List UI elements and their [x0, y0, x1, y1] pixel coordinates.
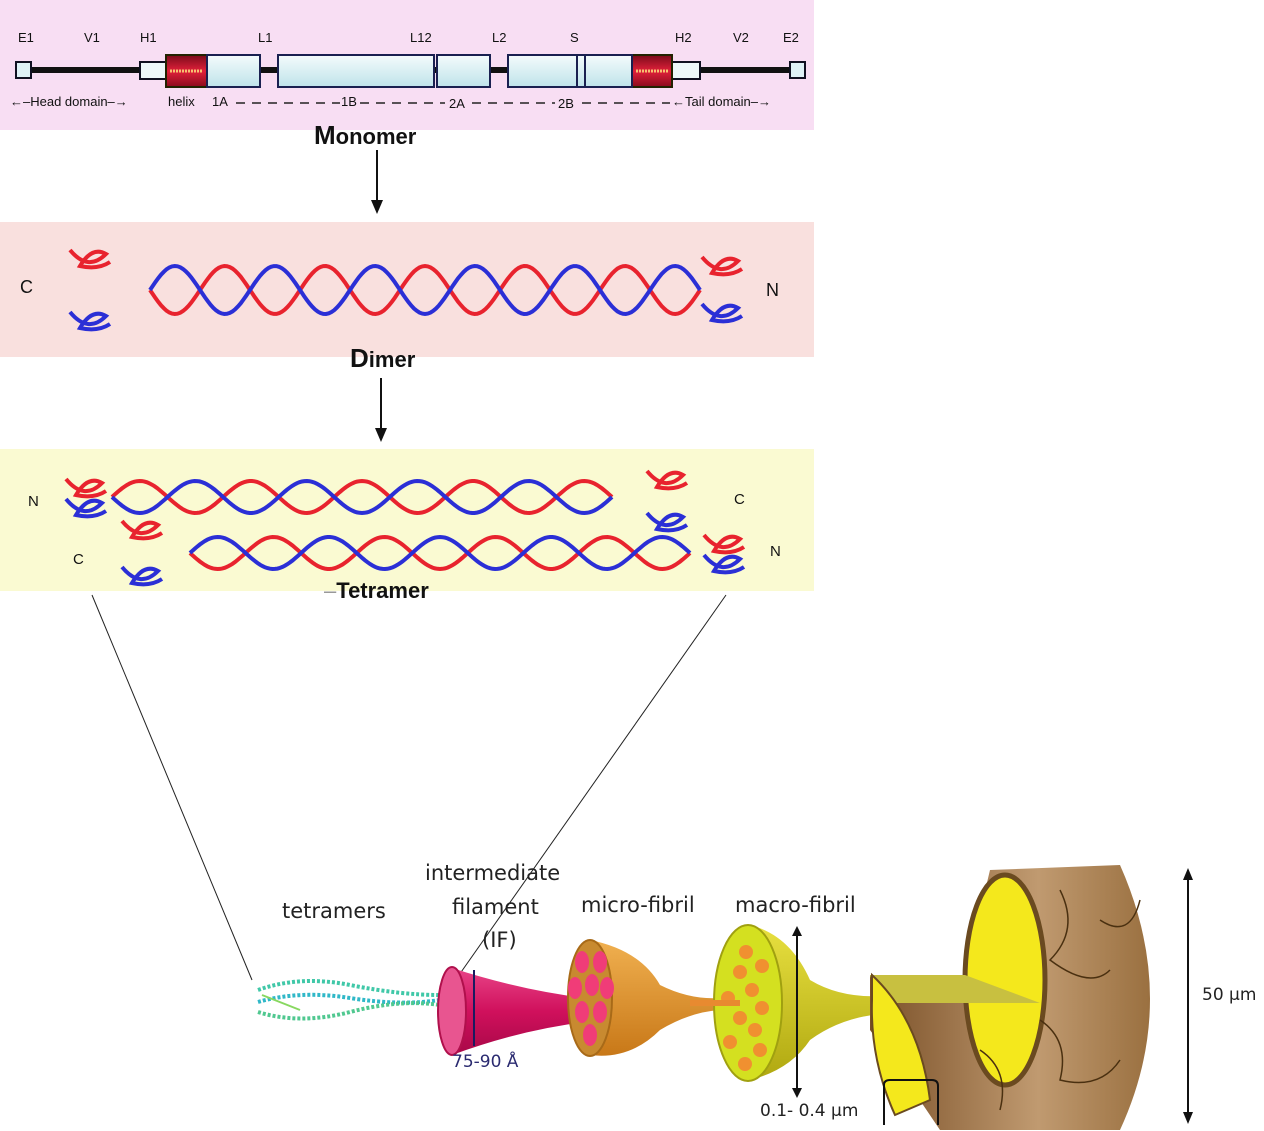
zoom-line-right	[451, 594, 727, 986]
tetramer-top-n-terminus: N	[28, 493, 39, 510]
segment-2a	[436, 54, 491, 88]
tetramer-top-red-c-tail	[645, 469, 689, 491]
tetramer-top-blue-c-tail	[645, 511, 689, 533]
tetramer-bottom-blue-strand	[188, 534, 692, 572]
tetramer-coiled-coils	[64, 469, 746, 587]
arrow-dimer-to-tetramer	[375, 378, 387, 442]
dimer-blue-c-tail	[68, 310, 112, 332]
tetramer-bottom-red-c-tail	[120, 519, 164, 541]
macrofibril-label: macro-fibril	[735, 893, 856, 917]
macrofibril-diameter-label: 0.1- 0.4 µm	[760, 1101, 859, 1121]
microfibril-cone	[567, 939, 720, 1057]
segment-1b-label: 1B	[341, 94, 357, 109]
head-domain-label: ←–Head domain–→	[10, 94, 128, 109]
tetramer-bottom-blue-c-tail	[120, 565, 164, 587]
dimer-coiled-coil	[68, 248, 744, 332]
dimer-red-c-tail	[68, 248, 112, 270]
dimer-red-n-tail	[700, 255, 744, 277]
tetramer-panel: N C C N	[0, 449, 814, 591]
dimer-blue-n-tail	[700, 302, 744, 324]
segment-2b-label: 2B	[558, 96, 574, 111]
tetramers-label: tetramers	[282, 899, 386, 923]
label-h1: H1	[140, 30, 157, 45]
tetramer-top-red-strand	[110, 478, 614, 516]
label-e1: E1	[18, 30, 34, 45]
e2-box	[789, 61, 806, 79]
label-v2: V2	[733, 30, 749, 45]
dimer-red-strand	[148, 263, 702, 317]
monomer-title: Monomer	[314, 120, 417, 150]
segment-1a	[206, 54, 261, 88]
label-l1: L1	[258, 30, 273, 45]
label-s: S	[570, 30, 579, 45]
microfibril-label: micro-fibril	[581, 893, 695, 917]
h2-box	[671, 61, 701, 80]
arrow-monomer-to-dimer	[371, 150, 383, 214]
tetramer-top-c-terminus: C	[734, 491, 745, 508]
zoom-line-left	[91, 594, 253, 981]
label-v1: V1	[84, 30, 100, 45]
fiber-diameter-label: 50 µm	[1202, 985, 1257, 1005]
label-l2: L2	[492, 30, 507, 45]
tetramer-bottom-red-strand	[188, 534, 692, 572]
dimer-c-terminus: C	[20, 277, 33, 297]
macrofibril-cone	[690, 924, 880, 1098]
h1-box	[139, 61, 167, 80]
segment-1b	[277, 54, 435, 88]
tail-domain-label: ←Tail domain–→	[672, 94, 771, 109]
if-label-line2: filament	[452, 895, 539, 919]
tetramer-bottom-n-terminus: N	[770, 543, 781, 560]
if-label-line3: (IF)	[482, 928, 517, 952]
monomer-panel: E1 V1 H1 L1 L12 L2 S H2 V2 E2 ←–Head dom…	[0, 0, 814, 130]
tetramer-title: –Tetramer	[324, 578, 429, 603]
label-h2: H2	[675, 30, 692, 45]
segment-2b	[507, 54, 633, 88]
if-diameter-label: 75-90 Å	[452, 1052, 519, 1072]
tetramer-top-red-n-tail	[64, 477, 108, 499]
fiber-cylinder	[870, 865, 1193, 1130]
tetramer-bottom-c-terminus: C	[73, 551, 84, 568]
dimer-n-terminus: N	[766, 280, 779, 300]
tetramers-bundle	[257, 979, 441, 1021]
segment-2a-label: 2A	[449, 96, 465, 111]
if-label-line1: intermediate	[425, 861, 561, 885]
tetramer-bottom-red-n-tail	[702, 533, 746, 555]
dimer-panel: C N	[0, 222, 814, 357]
monomer-schematic	[15, 54, 806, 104]
intermediate-filament-cone	[437, 966, 585, 1056]
label-e2: E2	[783, 30, 799, 45]
tetramer-bottom-blue-n-tail	[702, 553, 746, 575]
tetramer-top-blue-strand	[110, 478, 614, 516]
segment-1a-label: 1A	[212, 94, 228, 109]
helix-label: helix	[168, 94, 195, 109]
tetramer-top-blue-n-tail	[64, 497, 108, 519]
e1-box	[15, 61, 32, 79]
dimer-blue-strand	[148, 263, 702, 317]
label-l12: L12	[410, 30, 432, 45]
dimer-title: Dimer	[350, 343, 416, 373]
